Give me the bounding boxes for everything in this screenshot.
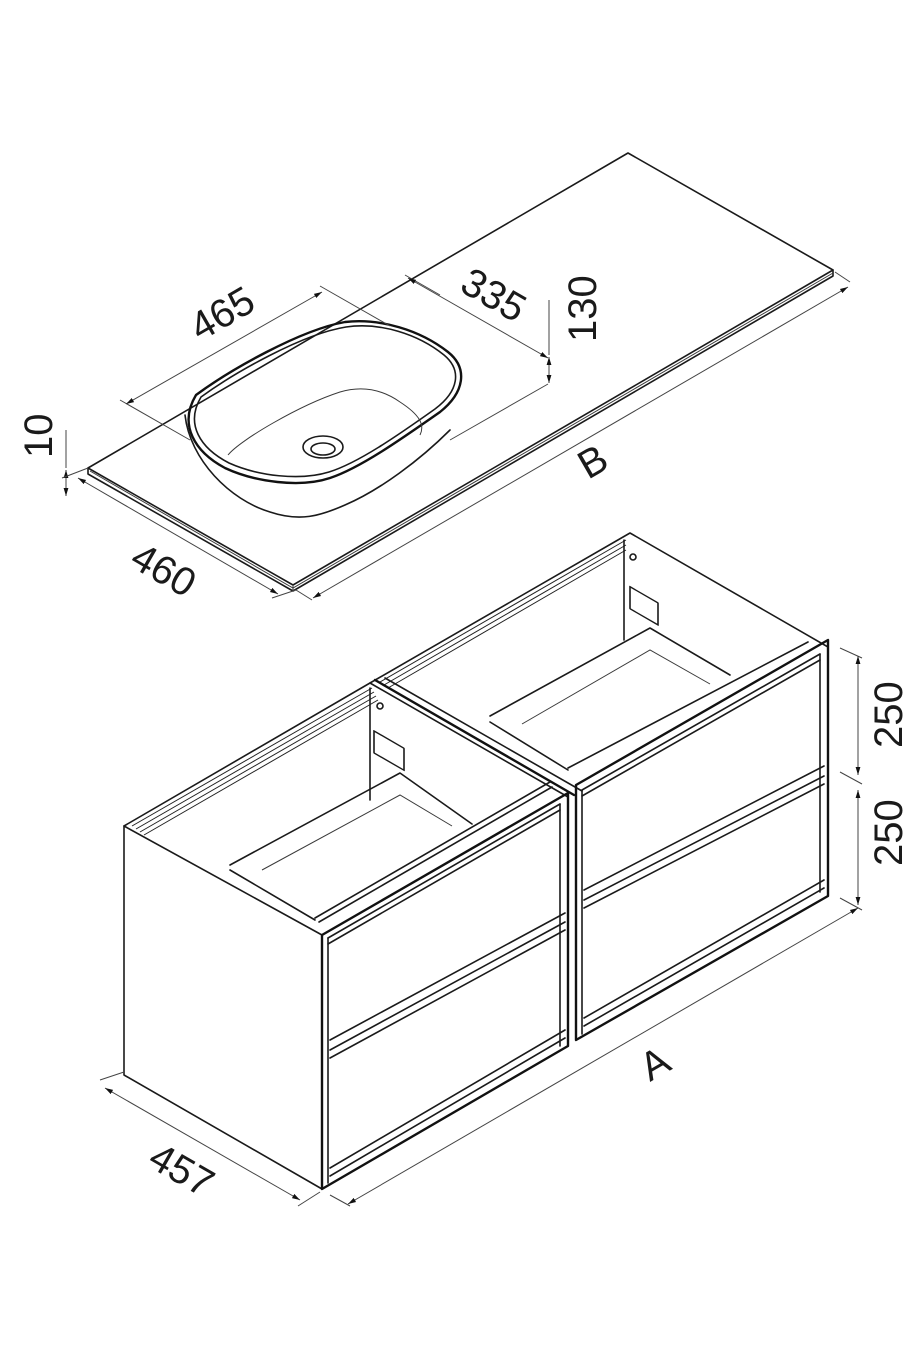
cabinet (123, 532, 830, 1191)
dimension-basin-offset: 335 (404, 260, 549, 441)
vessel-basin (184, 320, 463, 518)
dim-label-335: 335 (454, 260, 534, 331)
dim-label-10: 10 (17, 414, 61, 459)
dim-label-250-upper: 250 (867, 681, 911, 748)
dimension-cabinet-length: A (329, 907, 859, 1207)
dim-label-A: A (633, 1038, 678, 1090)
dim-label-457: 457 (142, 1135, 222, 1206)
dim-label-130: 130 (561, 275, 605, 342)
dim-label-250-lower: 250 (867, 799, 911, 866)
dimension-upper-drawer: 250 (839, 647, 911, 785)
dim-label-465: 465 (183, 278, 263, 349)
dimension-basin-height: 130 (546, 275, 605, 383)
dimension-lower-drawer: 250 (839, 790, 911, 911)
dim-label-460: 460 (124, 535, 204, 606)
dimension-top-depth: 460 (77, 477, 297, 606)
dimension-cabinet-depth: 457 (99, 1071, 321, 1207)
dimension-top-thickness: 10 (17, 414, 89, 496)
